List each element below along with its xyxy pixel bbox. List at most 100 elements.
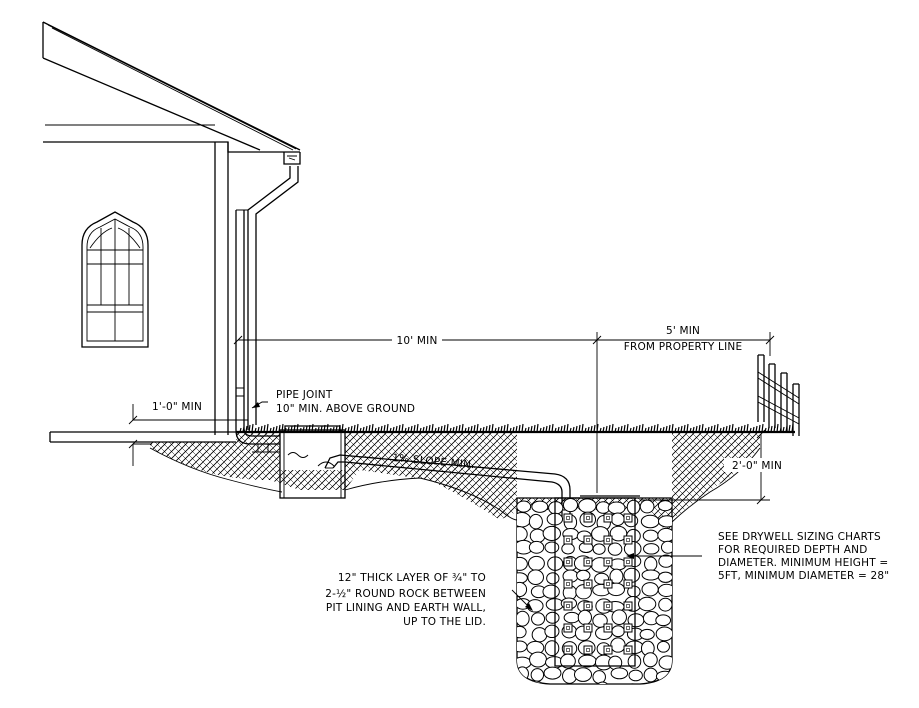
perforation [623,623,633,633]
rock [610,637,626,653]
rock [628,669,643,682]
perforation-inner [586,626,590,630]
rock [658,571,672,583]
rock [658,554,672,568]
perforation-inner [566,560,570,564]
dimension-5-min [597,332,775,356]
rock [543,666,562,680]
soil-edge-left [149,447,518,521]
rock [579,685,595,695]
rock [529,528,546,544]
rock [529,651,547,668]
drywell-liner [554,497,636,667]
perforation-inner [566,538,570,542]
rock [546,572,560,585]
perforation-inner [606,582,610,586]
rock [573,667,593,682]
grass-blades [239,423,794,433]
rock [517,683,534,684]
perforation-inner [566,582,570,586]
rock [517,625,527,639]
perforation [623,557,633,567]
note-rock-line-1: 12" THICK LAYER OF ¾" TO [338,572,486,584]
rock [641,582,659,597]
rock [595,681,610,684]
dimension-1-ft-min [128,404,248,466]
rock [643,667,658,683]
rock [610,683,629,684]
house [42,21,301,435]
rock [542,584,560,599]
rock [528,513,543,530]
rock [657,527,672,543]
rock [562,683,579,684]
pipe-joint-leader [251,401,268,409]
rock [526,680,545,684]
perforation-inner [626,538,630,542]
rock [637,596,657,612]
perforation-inner [566,626,570,630]
note-rock-line-2: 2-½" ROUND ROCK BETWEEN [325,588,486,600]
rock [655,682,672,684]
perforation [603,623,613,633]
perforation [583,579,593,589]
rock [544,624,560,639]
perforation-inner [606,516,610,520]
perforation-inner [586,648,590,652]
label-5-min: 5' MIN [666,325,700,337]
perforation [563,535,573,545]
perforation [563,513,573,523]
rock [642,529,659,542]
perforation-inner [586,538,590,542]
rock [655,626,672,642]
perforation [563,557,573,567]
perforation-inner [626,626,630,630]
perforation [623,513,633,523]
perforation [603,535,613,545]
perforation [623,535,633,545]
soil-hatch [150,432,760,540]
note-rock-line-4: UP TO THE LID. [403,616,486,628]
perforation-inner [586,582,590,586]
perforation [583,601,593,611]
rock [641,569,661,581]
rock [656,640,670,653]
round-rock-icon [517,498,672,695]
rock [548,501,564,515]
rock [517,500,532,513]
rock-note-leader [511,589,533,611]
note-sizing-line-4: 5FT, MINIMUM DIAMETER = 28" [718,570,889,582]
perforation [583,513,593,523]
perforation [623,645,633,655]
rock [657,583,672,598]
rock [576,569,591,582]
note-rock-line-3: PIT LINING AND EARTH WALL, [326,602,486,614]
rock [544,640,560,657]
dimension-2-ft-min [640,429,782,505]
rock [660,540,672,554]
roof-shingle-edge [47,24,297,151]
label-pipe-joint-height: 10" MIN. ABOVE GROUND [276,403,415,415]
rock [607,501,626,515]
rock [643,652,658,668]
label-from-property-line: FROM PROPERTY LINE [624,341,743,353]
note-sizing-line-1: SEE DRYWELL SIZING CHARTS [718,531,881,543]
rock [528,540,545,554]
roof [42,21,301,151]
label-pipe-joint: PIPE JOINT [276,389,333,401]
drywell-pit [516,495,673,695]
rock [578,654,597,668]
perforation [603,557,613,567]
rock [655,614,672,627]
rock [644,556,658,572]
perforation-inner [626,604,630,608]
perforation [603,645,613,655]
perforation-inner [606,648,610,652]
drywell-perforations [563,513,633,655]
perforation-inner [566,648,570,652]
rock [592,543,606,555]
rock [528,555,545,571]
sizing-note-leader [626,553,702,559]
